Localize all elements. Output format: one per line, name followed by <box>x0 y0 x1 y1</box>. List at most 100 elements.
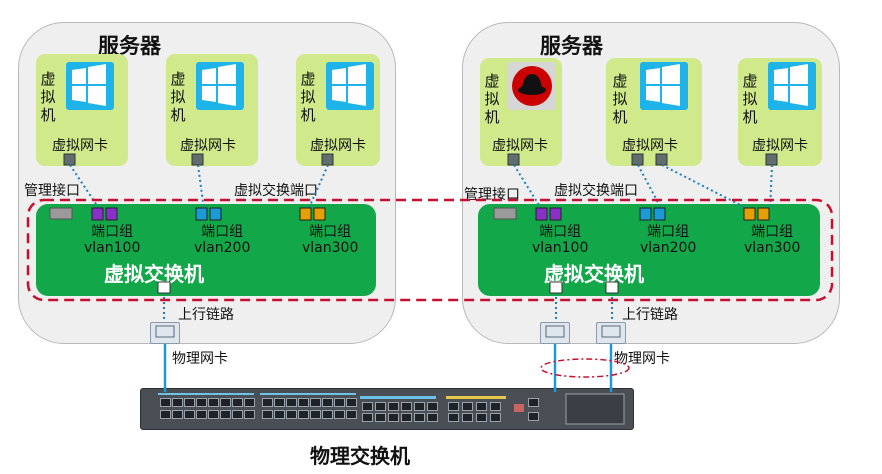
switch-port[interactable] <box>298 410 309 419</box>
nic-team-oval <box>540 358 630 378</box>
left-portgroup-3-vlan: vlan300 <box>302 240 359 256</box>
switch-port[interactable] <box>274 410 285 419</box>
switch-port[interactable] <box>310 398 321 407</box>
right-portgroup-1-label: 端口组 <box>539 224 582 240</box>
right-server-title: 服务器 <box>540 34 603 58</box>
switch-port[interactable] <box>388 413 399 422</box>
switch-port[interactable] <box>476 413 487 422</box>
switch-port[interactable] <box>208 398 219 407</box>
switch-port[interactable] <box>220 398 231 407</box>
right-vlan200-port-b <box>653 207 666 221</box>
switch-port[interactable] <box>274 398 285 407</box>
switch-port[interactable] <box>232 410 243 419</box>
windows-logo-icon <box>72 64 808 106</box>
switch-port[interactable] <box>160 398 171 407</box>
ethernet-port-icon <box>545 325 565 338</box>
right-portgroup-2-label: 端口组 <box>647 224 690 240</box>
right-vlan100-port-b <box>549 207 562 221</box>
right-vlan300-port-a <box>743 207 756 221</box>
right-portgroup-3-vlan: vlan300 <box>744 240 801 256</box>
switch-port[interactable] <box>160 410 171 419</box>
switch-port[interactable] <box>362 413 373 422</box>
switch-port[interactable] <box>528 412 539 421</box>
right-vnic-port-3 <box>655 153 668 166</box>
right-uplink-port-1 <box>549 281 563 294</box>
switch-port[interactable] <box>448 402 459 411</box>
left-vnic-port-3 <box>321 153 334 166</box>
switch-port[interactable] <box>401 402 412 411</box>
left-virtual-switch-title: 虚拟交换机 <box>104 262 204 286</box>
right-vm-1-label: 虚拟机 <box>484 72 500 126</box>
switch-port[interactable] <box>427 413 438 422</box>
switch-port[interactable] <box>172 398 183 407</box>
right-physical-nic-1[interactable] <box>540 322 570 344</box>
switch-port[interactable] <box>334 398 345 407</box>
switch-port[interactable] <box>298 398 309 407</box>
switch-port[interactable] <box>286 410 297 419</box>
switch-port[interactable] <box>310 410 321 419</box>
switch-port[interactable] <box>196 398 207 407</box>
switch-port[interactable] <box>334 410 345 419</box>
right-vlan200-port-a <box>639 207 652 221</box>
left-vlan100-port-a <box>91 207 104 221</box>
switch-port[interactable] <box>346 398 357 407</box>
switch-port[interactable] <box>528 398 539 407</box>
switch-port[interactable] <box>232 398 243 407</box>
right-vnic-port-4 <box>765 153 778 166</box>
switch-port[interactable] <box>262 398 273 407</box>
switch-port[interactable] <box>362 402 373 411</box>
right-vswitch-port-label: 虚拟交换端口 <box>554 183 638 199</box>
switch-console-port <box>514 404 524 412</box>
left-vm-2-label: 虚拟机 <box>170 70 186 124</box>
switch-port[interactable] <box>490 402 501 411</box>
switch-port[interactable] <box>322 410 333 419</box>
switch-port[interactable] <box>322 398 333 407</box>
right-vm-3-vnic-label: 虚拟网卡 <box>752 138 808 154</box>
switch-port[interactable] <box>346 410 357 419</box>
left-vlan300-port-b <box>313 207 326 221</box>
right-uplink-label: 上行链路 <box>622 307 678 323</box>
right-physical-nic-2[interactable] <box>596 322 626 344</box>
left-uplink-port <box>157 281 171 294</box>
switch-port[interactable] <box>388 402 399 411</box>
right-nic-label: 物理网卡 <box>614 351 670 367</box>
switch-port[interactable] <box>172 410 183 419</box>
switch-port[interactable] <box>244 410 255 419</box>
left-vnic-port-2 <box>191 153 204 166</box>
switch-port[interactable] <box>401 413 412 422</box>
switch-port[interactable] <box>476 402 487 411</box>
switch-port[interactable] <box>196 410 207 419</box>
switch-port[interactable] <box>208 410 219 419</box>
left-mgmt-label: 管理接口 <box>24 183 80 199</box>
switch-port[interactable] <box>375 402 386 411</box>
right-mgmt-port <box>493 207 517 220</box>
switch-port[interactable] <box>262 410 273 419</box>
switch-port[interactable] <box>462 402 473 411</box>
switch-port[interactable] <box>427 402 438 411</box>
switch-port[interactable] <box>244 398 255 407</box>
left-vm-1-label: 虚拟机 <box>40 70 56 124</box>
switch-port[interactable] <box>414 402 425 411</box>
switch-port[interactable] <box>286 398 297 407</box>
left-uplink-label: 上行链路 <box>178 307 234 323</box>
switch-port[interactable] <box>490 413 501 422</box>
switch-port[interactable] <box>462 413 473 422</box>
left-physical-nic[interactable] <box>150 322 180 344</box>
left-vswitch-port-label: 虚拟交换端口 <box>234 183 318 199</box>
switch-port[interactable] <box>375 413 386 422</box>
right-vm-1-vnic-label: 虚拟网卡 <box>492 138 548 154</box>
switch-port[interactable] <box>184 410 195 419</box>
switch-port[interactable] <box>414 413 425 422</box>
left-portgroup-1-vlan: vlan100 <box>84 240 141 256</box>
left-vnic-port-1 <box>63 153 76 166</box>
left-vm-3-vnic-label: 虚拟网卡 <box>310 138 366 154</box>
switch-uplink-module <box>565 393 625 425</box>
switch-port[interactable] <box>448 413 459 422</box>
switch-port[interactable] <box>220 410 231 419</box>
left-vm-1-vnic-label: 虚拟网卡 <box>52 138 108 154</box>
switch-port[interactable] <box>184 398 195 407</box>
left-vlan300-port-a <box>299 207 312 221</box>
